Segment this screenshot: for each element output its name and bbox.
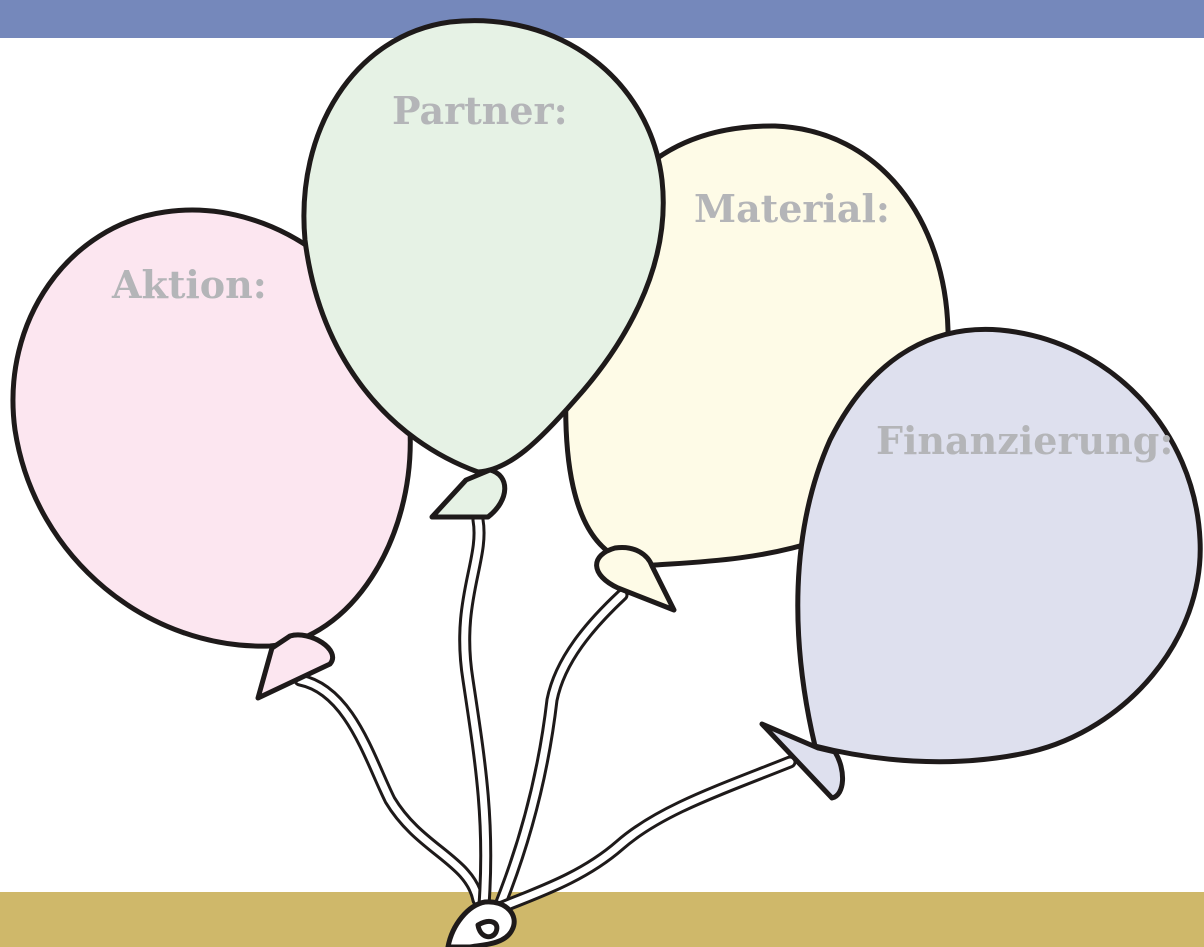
balloon-aktion-body	[10, 207, 413, 649]
label-finanzierung: Finanzierung:	[876, 418, 1173, 463]
balloon-finanzierung-nozzle	[759, 721, 845, 801]
balloon-finanzierung-body	[795, 326, 1203, 765]
balloon-partner	[301, 18, 666, 520]
balloon-aktion	[10, 207, 413, 701]
balloon-finanzierung	[759, 326, 1203, 801]
label-material: Material:	[694, 186, 890, 231]
label-aktion: Aktion:	[111, 262, 267, 307]
string-knot	[445, 899, 517, 947]
balloon-strings	[293, 513, 797, 917]
balloon-aktion-nozzle	[255, 632, 335, 701]
balloon-material-nozzle	[594, 544, 677, 613]
top-band	[0, 0, 1204, 38]
balloon-partner-nozzle	[429, 467, 508, 520]
bottom-band	[0, 892, 1204, 947]
label-partner: Partner:	[392, 88, 568, 133]
balloon-partner-body	[301, 18, 666, 475]
